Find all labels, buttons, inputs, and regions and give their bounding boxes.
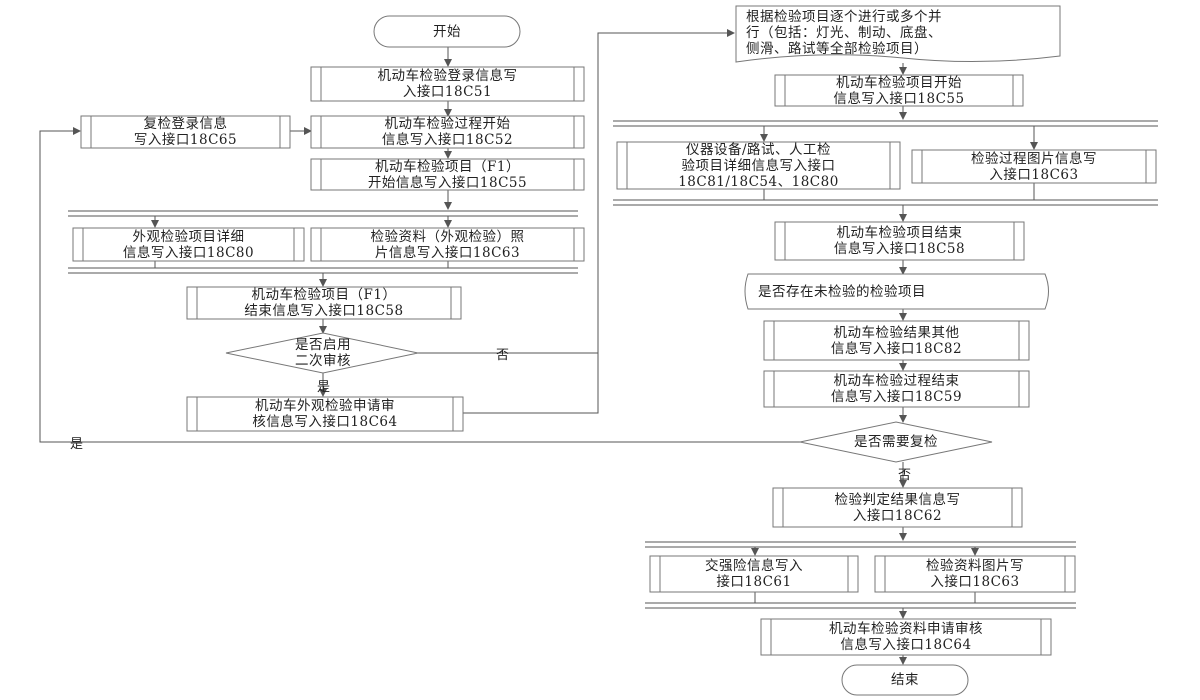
edge-n6-join (463, 353, 599, 414)
r4-label: 机动车检验项目结束 信息写入接口18C58 (833, 225, 966, 257)
process-r3b: 检验过程图片信息写 入接口18C63 (922, 150, 1146, 183)
process-n1: 机动车检验登录信息写 入接口18C51 (321, 67, 574, 101)
recheck-login-label: 复检登录信息 写入接口18C65 (133, 116, 238, 148)
n3-label: 机动车检验项目（F1） 开始信息写入接口18C55 (367, 158, 528, 191)
process-r2: 机动车检验项目开始 信息写入接口18C55 (785, 74, 1013, 107)
r5-label: 是否存在未检验的检验项目 (758, 283, 926, 300)
r1-label: 根据检验项目逐个进行或多个并 行（包括：灯光、制动、底盘、 侧滑、路试等全部检验… (746, 9, 942, 57)
terminal-start (373, 15, 521, 48)
r3b-label: 检验过程图片信息写 入接口18C63 (971, 150, 1097, 183)
edge-d1-no-r1 (418, 29, 735, 354)
box-n1 (310, 66, 585, 102)
document-r1-text: 根据检验项目逐个进行或多个并 行（包括：灯光、制动、底盘、 侧滑、路试等全部检验… (738, 8, 1058, 58)
decision-d2 (799, 421, 993, 463)
box-n4b (310, 227, 585, 262)
process-boxes (72, 5, 1157, 696)
end-terminal: 结束 (842, 665, 968, 695)
process-r9a: 交强险信息写入 接口18C61 (660, 556, 848, 592)
r9b-label: 检验资料图片写 入接口18C63 (926, 558, 1024, 590)
process-r9b: 检验资料图片写 入接口18C63 (885, 556, 1065, 592)
r2-label: 机动车检验项目开始 信息写入接口18C55 (833, 74, 965, 107)
box-r4 (774, 221, 1025, 261)
decision-d1 (225, 332, 419, 374)
r10-label: 机动车检验资料申请审核 信息写入接口18C64 (829, 621, 983, 653)
decision-recheck: 是否需要复检 (826, 430, 966, 454)
process-n4b: 检验资料（外观检验）照 片信息写入接口18C63 (321, 228, 574, 261)
r9a-label: 交强险信息写入 接口18C61 (705, 558, 803, 590)
n6-label: 机动车外观检验申请审 核信息写入接口18C64 (252, 398, 398, 430)
decision-secondary-review: 是否启用 二次审核 (250, 335, 396, 371)
box-r2 (774, 74, 1024, 107)
n2-label: 机动车检验过程开始 信息写入接口18C52 (381, 116, 514, 148)
r8-label: 检验判定结果信息写 入接口18C62 (834, 491, 961, 524)
box-n5 (186, 286, 462, 320)
box-r10 (760, 618, 1052, 656)
edge-label-d1-yes: 是 (317, 380, 331, 395)
box-n6 (186, 396, 464, 432)
end-label: 结束 (891, 672, 919, 688)
d2-label: 是否需要复检 (854, 434, 938, 450)
terminal-end (841, 664, 969, 696)
start-label: 开始 (433, 23, 461, 40)
box-r3b (911, 149, 1157, 184)
process-r4: 机动车检验项目结束 信息写入接口18C58 (785, 222, 1014, 260)
document-r1 (735, 5, 1061, 63)
start-terminal: 开始 (374, 16, 520, 47)
box-r9b (874, 555, 1076, 593)
process-n3: 机动车检验项目（F1） 开始信息写入接口18C55 (321, 158, 574, 191)
process-r7: 机动车检验过程结束 信息写入接口18C59 (774, 371, 1019, 407)
box-n2 (310, 115, 585, 149)
process-n5: 机动车检验项目（F1） 结束信息写入接口18C58 (197, 287, 451, 319)
r7-label: 机动车检验过程结束 信息写入接口18C59 (830, 373, 963, 405)
process-recheck-login: 复检登录信息 写入接口18C65 (91, 116, 280, 148)
edge-label-d1-no: 否 (496, 348, 510, 363)
box-n4a (72, 227, 305, 262)
n4a-label: 外观检验项目详细 信息写入接口18C80 (122, 228, 255, 261)
box-r7 (763, 370, 1030, 408)
connectors (39, 29, 1158, 665)
edge-label-d2-yes: 是 (70, 437, 84, 452)
n5-label: 机动车检验项目（F1） 结束信息写入接口18C58 (244, 287, 404, 319)
process-r10: 机动车检验资料申请审核 信息写入接口18C64 (771, 619, 1041, 655)
process-r6: 机动车检验结果其他 信息写入接口18C82 (774, 321, 1019, 360)
r6-label: 机动车检验结果其他 信息写入接口18C82 (830, 324, 963, 357)
box-r6 (763, 320, 1030, 361)
n4b-label: 检验资料（外观检验）照 片信息写入接口18C63 (370, 228, 525, 261)
edge-label-d2-no: 否 (898, 468, 912, 483)
check-remaining-items: 是否存在未检验的检验项目 (750, 274, 1043, 309)
process-n6: 机动车外观检验申请审 核信息写入接口18C64 (197, 397, 453, 431)
box-r8 (772, 487, 1023, 528)
process-r8: 检验判定结果信息写 入接口18C62 (783, 488, 1012, 527)
n1-label: 机动车检验登录信息写 入接口18C51 (377, 68, 518, 100)
edge-d2-yes-recheck (39, 127, 800, 443)
box-r9a (649, 555, 859, 593)
r3a-label: 仪器设备/路试、人工检 验项目详细信息写入接口 18C81/18C54、18C8… (678, 141, 839, 190)
process-n4a: 外观检验项目详细 信息写入接口18C80 (83, 228, 294, 261)
process-r3a: 仪器设备/路试、人工检 验项目详细信息写入接口 18C81/18C54、18C8… (627, 141, 890, 190)
box-n3 (310, 158, 585, 191)
box-recheck (80, 115, 291, 149)
shape-r5 (744, 273, 1049, 310)
process-n2: 机动车检验过程开始 信息写入接口18C52 (321, 116, 574, 148)
box-r3a (616, 141, 901, 190)
d1-label: 是否启用 二次审核 (295, 337, 351, 369)
